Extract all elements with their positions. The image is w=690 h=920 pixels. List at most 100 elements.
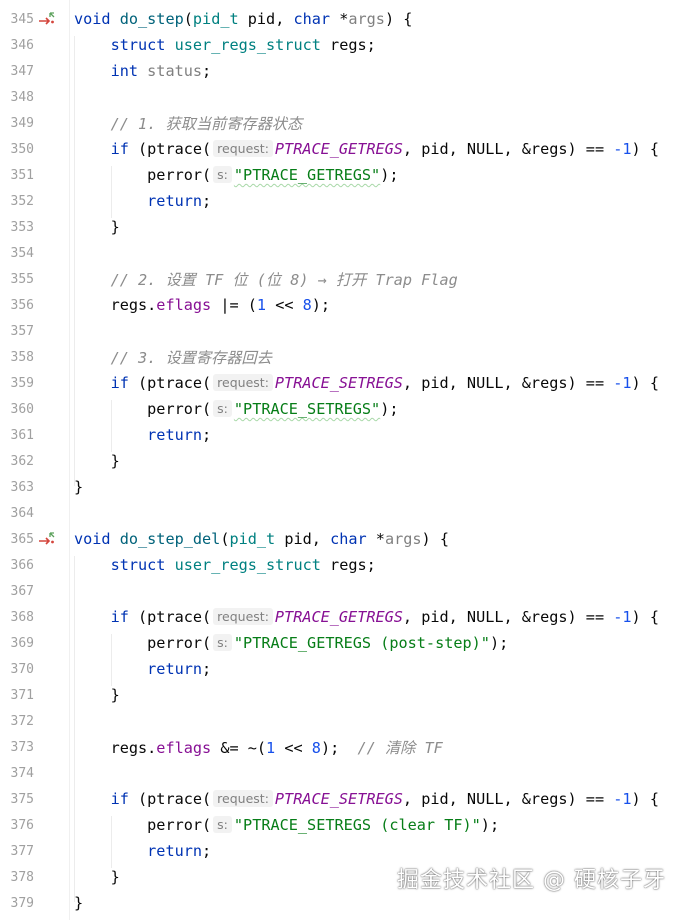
line-number: 367 bbox=[10, 583, 34, 599]
code-line[interactable]: 358 // 3. 设置寄存器回去 bbox=[0, 344, 690, 370]
line-number-gutter[interactable] bbox=[0, 0, 66, 920]
code-text: void do_step_del(pid_t pid, char *args) … bbox=[74, 530, 449, 548]
code-text: } bbox=[110, 218, 120, 236]
code-line[interactable]: 351 perror(s:"PTRACE_GETREGS"); bbox=[0, 162, 690, 188]
code-line[interactable]: 353 } bbox=[0, 214, 690, 240]
code-text: int status; bbox=[110, 62, 212, 80]
code-line[interactable]: 369 perror(s:"PTRACE_GETREGS (post-step)… bbox=[0, 630, 690, 656]
code-text: } bbox=[110, 452, 120, 470]
implementing-method-arrow-icon[interactable] bbox=[37, 529, 57, 549]
parameter-hint: request: bbox=[213, 140, 273, 157]
code-line[interactable]: 360 perror(s:"PTRACE_SETREGS"); bbox=[0, 396, 690, 422]
indent-guide bbox=[111, 400, 112, 452]
code-line[interactable]: 357 bbox=[0, 318, 690, 344]
code-text: perror(s:"PTRACE_GETREGS (post-step)"); bbox=[147, 634, 509, 652]
line-number: 364 bbox=[10, 505, 34, 521]
line-number: 353 bbox=[10, 219, 34, 235]
line-number: 354 bbox=[10, 245, 34, 261]
code-line[interactable]: 348 bbox=[0, 84, 690, 110]
code-line[interactable]: 349 // 1. 获取当前寄存器状态 bbox=[0, 110, 690, 136]
code-line[interactable]: 361 return; bbox=[0, 422, 690, 448]
line-number: 377 bbox=[10, 843, 34, 859]
line-number: 366 bbox=[10, 557, 34, 573]
code-line[interactable]: 347 int status; bbox=[0, 58, 690, 84]
code-line[interactable]: 368 if (ptrace(request:PTRACE_GETREGS, p… bbox=[0, 604, 690, 630]
code-line[interactable]: 355 // 2. 设置 TF 位 (位 8) → 打开 Trap Flag bbox=[0, 266, 690, 292]
code-line[interactable]: 350 if (ptrace(request:PTRACE_GETREGS, p… bbox=[0, 136, 690, 162]
code-line[interactable]: 378 } bbox=[0, 864, 690, 890]
indent-guide bbox=[111, 166, 112, 218]
code-text: struct user_regs_struct regs; bbox=[110, 556, 376, 574]
code-line[interactable]: 346 struct user_regs_struct regs; bbox=[0, 32, 690, 58]
line-number: 361 bbox=[10, 427, 34, 443]
line-number: 347 bbox=[10, 63, 34, 79]
code-text: regs.eflags |= (1 << 8); bbox=[110, 296, 331, 314]
line-number: 350 bbox=[10, 141, 34, 157]
indent-guide bbox=[111, 634, 112, 686]
gutter-separator bbox=[69, 0, 70, 920]
code-line[interactable]: 359 if (ptrace(request:PTRACE_SETREGS, p… bbox=[0, 370, 690, 396]
code-text: perror(s:"PTRACE_SETREGS"); bbox=[147, 400, 399, 418]
watermark: 掘金技术社区 @ 硬核子牙 bbox=[397, 868, 666, 893]
code-text: void do_step(pid_t pid, char *args) { bbox=[74, 10, 413, 28]
line-number: 345 bbox=[10, 11, 34, 27]
code-line[interactable]: 364 bbox=[0, 500, 690, 526]
code-line[interactable]: 372 bbox=[0, 708, 690, 734]
code-line[interactable]: 352 return; bbox=[0, 188, 690, 214]
line-number: 358 bbox=[10, 349, 34, 365]
code-line[interactable]: 376 perror(s:"PTRACE_SETREGS (clear TF)"… bbox=[0, 812, 690, 838]
line-number: 365 bbox=[10, 531, 34, 547]
code-text: } bbox=[74, 894, 84, 912]
indent-guide bbox=[74, 556, 75, 902]
line-number: 372 bbox=[10, 713, 34, 729]
code-text: } bbox=[74, 478, 84, 496]
code-text: struct user_regs_struct regs; bbox=[110, 36, 376, 54]
indent-guide bbox=[111, 816, 112, 868]
code-line[interactable]: 356 regs.eflags |= (1 << 8); bbox=[0, 292, 690, 318]
line-number: 379 bbox=[10, 895, 34, 911]
code-line[interactable]: 362 } bbox=[0, 448, 690, 474]
code-text: return; bbox=[147, 192, 212, 210]
parameter-hint: request: bbox=[213, 608, 273, 625]
code-line[interactable]: 365 void do_step_del(pid_t pid, char *ar… bbox=[0, 526, 690, 552]
parameter-hint: s: bbox=[213, 816, 232, 833]
code-text: regs.eflags &= ~(1 << 8); // 清除 TF bbox=[110, 739, 443, 757]
line-number: 349 bbox=[10, 115, 34, 131]
code-line[interactable]: 374 bbox=[0, 760, 690, 786]
code-line[interactable]: 345 void do_step(pid_t pid, char *args) … bbox=[0, 6, 690, 32]
code-line[interactable]: 363 } bbox=[0, 474, 690, 500]
code-text: perror(s:"PTRACE_GETREGS"); bbox=[147, 166, 399, 184]
code-text: if (ptrace(request:PTRACE_SETREGS, pid, … bbox=[110, 374, 659, 392]
line-number: 369 bbox=[10, 635, 34, 651]
code-text: if (ptrace(request:PTRACE_SETREGS, pid, … bbox=[110, 790, 659, 808]
code-text: return; bbox=[147, 660, 212, 678]
code-comment: // 1. 获取当前寄存器状态 bbox=[110, 115, 303, 133]
line-number: 371 bbox=[10, 687, 34, 703]
code-line[interactable]: 375 if (ptrace(request:PTRACE_SETREGS, p… bbox=[0, 786, 690, 812]
code-text: } bbox=[110, 686, 120, 704]
code-line[interactable]: 354 bbox=[0, 240, 690, 266]
parameter-hint: request: bbox=[213, 790, 273, 807]
line-number: 359 bbox=[10, 375, 34, 391]
code-text: perror(s:"PTRACE_SETREGS (clear TF)"); bbox=[147, 816, 500, 834]
code-line[interactable]: 377 return; bbox=[0, 838, 690, 864]
code-line[interactable]: 373 regs.eflags &= ~(1 << 8); // 清除 TF bbox=[0, 734, 690, 760]
code-line[interactable]: 370 return; bbox=[0, 656, 690, 682]
implementing-method-arrow-icon[interactable] bbox=[37, 9, 57, 29]
code-line[interactable]: 366 struct user_regs_struct regs; bbox=[0, 552, 690, 578]
line-number: 374 bbox=[10, 765, 34, 781]
line-number: 357 bbox=[10, 323, 34, 339]
line-number: 346 bbox=[10, 37, 34, 53]
code-line[interactable]: 367 bbox=[0, 578, 690, 604]
code-line[interactable]: 379 } bbox=[0, 890, 690, 916]
indent-guide bbox=[74, 36, 75, 486]
line-number: 378 bbox=[10, 869, 34, 885]
line-number: 363 bbox=[10, 479, 34, 495]
line-number: 376 bbox=[10, 817, 34, 833]
line-number: 356 bbox=[10, 297, 34, 313]
line-number: 370 bbox=[10, 661, 34, 677]
line-number: 362 bbox=[10, 453, 34, 469]
code-line[interactable]: 371 } bbox=[0, 682, 690, 708]
line-number: 373 bbox=[10, 739, 34, 755]
